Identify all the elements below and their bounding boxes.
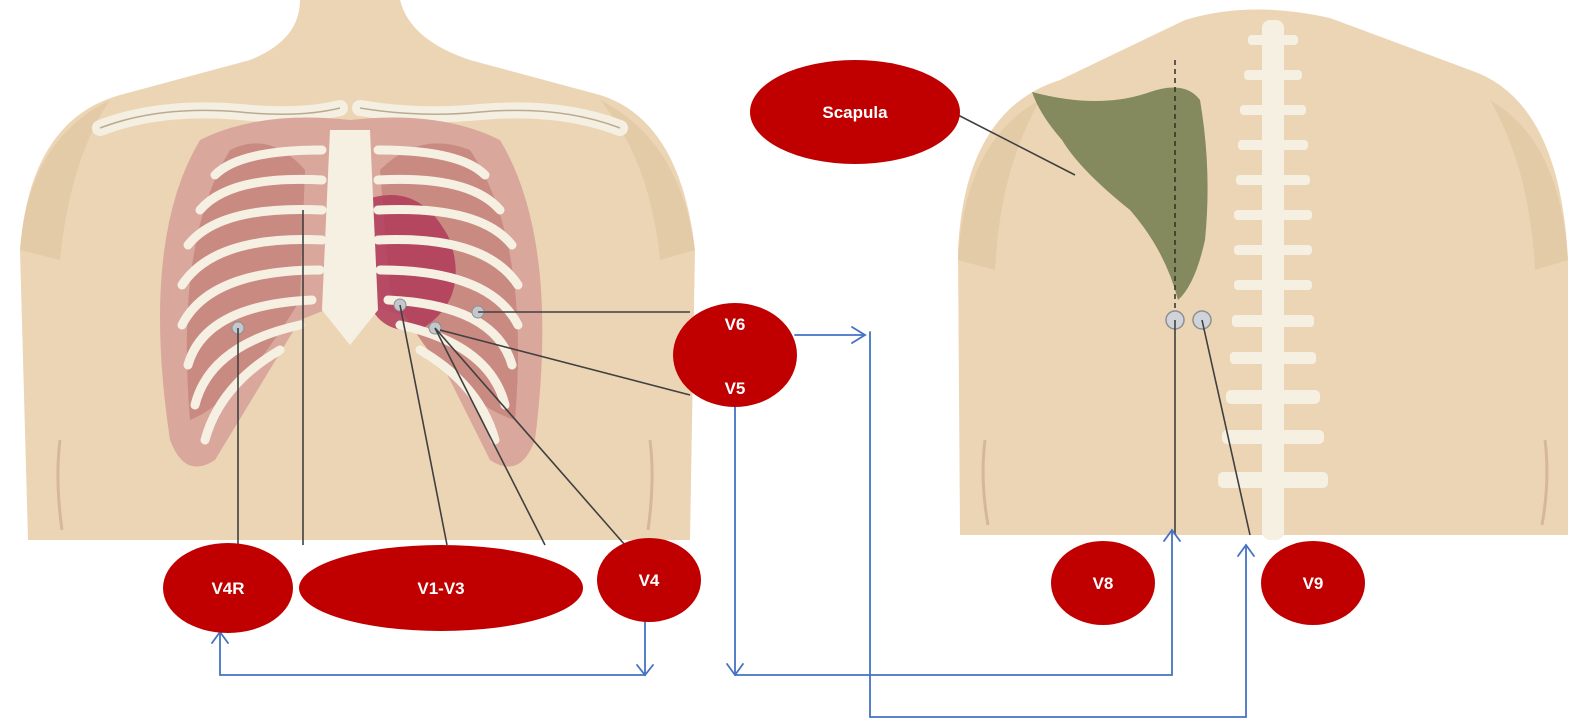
label-v1-v3: V1-V3 bbox=[299, 545, 583, 631]
label-v8-text: V8 bbox=[1093, 574, 1114, 593]
label-v5-text: V5 bbox=[725, 379, 746, 398]
label-v9-text: V9 bbox=[1303, 574, 1324, 593]
sternum bbox=[322, 130, 378, 345]
posterior-torso-illustration bbox=[958, 9, 1568, 540]
label-v4r-text: V4R bbox=[211, 579, 244, 598]
label-v8: V8 bbox=[1051, 541, 1155, 625]
label-v6-v5: V6 V5 bbox=[673, 303, 797, 407]
label-v4: V4 bbox=[597, 538, 701, 622]
label-v6-text: V6 bbox=[725, 315, 746, 334]
label-v9: V9 bbox=[1261, 541, 1365, 625]
label-v4-text: V4 bbox=[639, 571, 660, 590]
label-v1-v3-text: V1-V3 bbox=[417, 579, 464, 598]
label-v4r: V4R bbox=[163, 543, 293, 633]
anterior-torso-illustration bbox=[20, 0, 695, 540]
label-scapula: Scapula bbox=[750, 60, 960, 164]
label-scapula-text: Scapula bbox=[822, 103, 888, 122]
